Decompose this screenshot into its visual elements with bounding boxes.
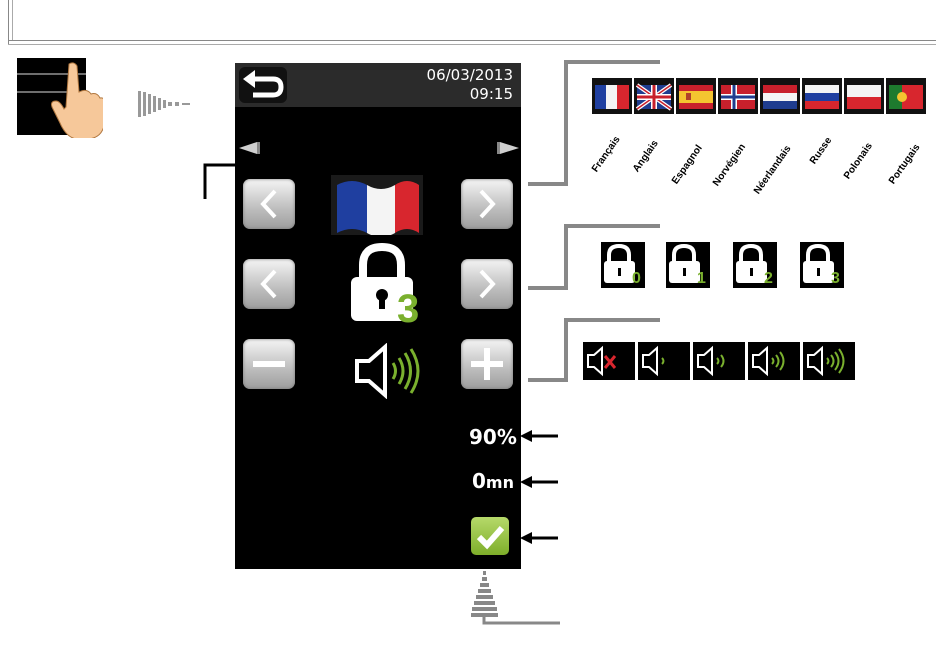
lock-level-2-icon: 2	[733, 242, 777, 288]
signal-ramp-icon	[138, 91, 194, 121]
flags-row	[592, 78, 934, 122]
volume-plus-button[interactable]	[461, 339, 513, 389]
top-bar: 06/03/2013 09:15	[235, 63, 521, 107]
page-next-icon[interactable]	[497, 139, 519, 158]
duration-unit: mn	[486, 473, 514, 492]
language-label-5: Russe	[808, 135, 834, 166]
header-rule-left-inner	[12, 0, 13, 40]
back-button[interactable]	[239, 67, 287, 103]
leader-lock	[526, 222, 666, 296]
volume-speaker-icon	[353, 343, 425, 403]
lock-prev-button[interactable]	[243, 259, 295, 309]
callout-arrow-duration	[520, 474, 560, 494]
lock-level-0-digit: 0	[632, 270, 641, 288]
date-text: 06/03/2013	[427, 66, 513, 85]
volume-minus-button[interactable]	[243, 339, 295, 389]
lock-level-icon: 3	[347, 243, 427, 333]
bottom-ramp-icon	[470, 571, 565, 631]
device-screen: 06/03/2013 09:15 3	[235, 63, 521, 569]
lock-level-1-digit: 1	[697, 270, 706, 288]
lock-level-3-digit: 3	[831, 270, 840, 288]
level-percent-text: 90%	[469, 425, 517, 449]
callout-arrow-confirm	[520, 530, 560, 550]
lock-next-button[interactable]	[461, 259, 513, 309]
header-rule	[8, 40, 936, 41]
header-rule-left	[8, 0, 9, 44]
language-label-3: Norvégien	[711, 142, 748, 188]
language-label-7: Portugais	[887, 142, 922, 186]
datetime-display: 06/03/2013 09:15	[427, 66, 513, 104]
time-text: 09:15	[427, 85, 513, 104]
language-label-4: Néerlandais	[752, 144, 794, 197]
confirm-check-button[interactable]	[471, 517, 509, 555]
volume-levels-row	[583, 342, 857, 386]
lock-level-1-icon: 1	[666, 242, 710, 288]
header-rule-inner	[8, 44, 936, 45]
duration-text: 0mn	[472, 469, 514, 493]
language-next-button[interactable]	[461, 179, 513, 229]
page-prev-icon[interactable]	[239, 139, 261, 158]
language-label-2: Espagnol	[670, 143, 705, 186]
callout-arrow-percent	[520, 428, 560, 448]
touch-hand-icon	[17, 58, 86, 135]
lock-level-0-icon: 0	[601, 242, 645, 288]
lock-level-2-digit: 2	[764, 270, 773, 288]
language-label-6: Polonais	[842, 141, 875, 181]
lock-level-3-icon: 3	[800, 242, 844, 288]
language-prev-button[interactable]	[243, 179, 295, 229]
lock-level-digit: 3	[397, 289, 419, 329]
duration-number: 0	[472, 469, 486, 493]
flag-france-icon	[331, 175, 423, 235]
